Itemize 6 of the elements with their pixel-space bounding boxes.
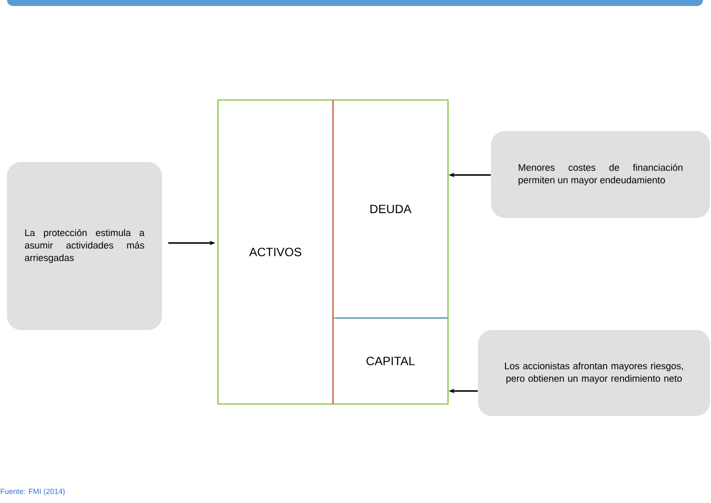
balance-cell: DEUDA (332, 99, 449, 319)
balance-cell: CAPITAL (332, 317, 449, 405)
note-box: Los accionistas afrontan mayores riesgos, pero obtienen un mayor rendimiento neto (478, 330, 710, 416)
balance-cell: ACTIVOS (217, 99, 334, 405)
note-box: Menores costes de financiación permiten un mayor endeudamiento (491, 131, 710, 218)
note-box: La protección estimula a asumir actividades más arriesgadas (7, 162, 162, 330)
